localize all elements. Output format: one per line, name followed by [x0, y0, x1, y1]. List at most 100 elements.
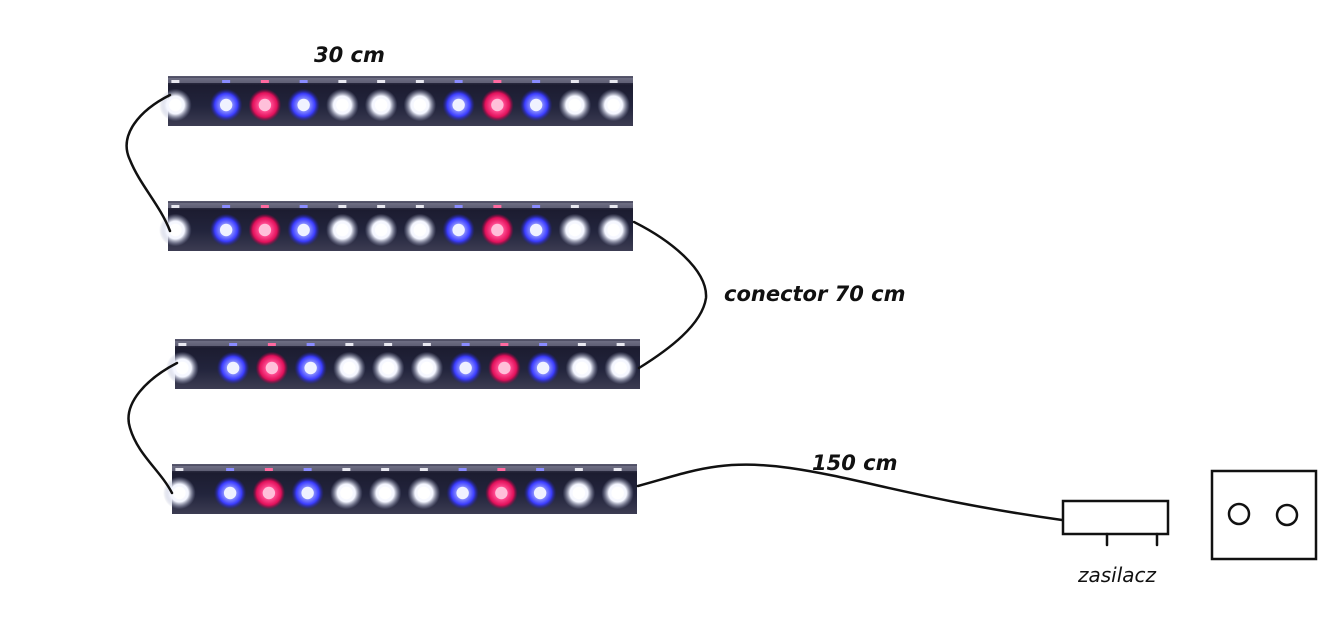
- strip-glint: [222, 80, 231, 83]
- led-core: [265, 361, 279, 375]
- led-core: [459, 361, 472, 375]
- strip-body: [168, 76, 633, 126]
- strip-glint: [422, 343, 431, 346]
- led-core: [456, 486, 469, 500]
- strip-glint: [497, 468, 506, 471]
- strip-glint: [577, 343, 586, 346]
- jumper-wire-3-4: [127, 361, 179, 495]
- connector-wire-2-3: [632, 220, 708, 370]
- led-core: [529, 98, 543, 112]
- led-core: [226, 361, 240, 375]
- strip-glint: [493, 205, 502, 208]
- strip-glint: [260, 205, 269, 208]
- led-core: [413, 223, 427, 237]
- strip-glint: [306, 343, 315, 346]
- jumper-wire-1-2: [125, 93, 172, 233]
- strip-glint: [570, 205, 579, 208]
- connector-label: conector 70 cm: [724, 282, 906, 306]
- cable-length-label: 150 cm: [812, 451, 897, 475]
- led-core: [498, 361, 511, 375]
- strip-rail: [175, 341, 640, 346]
- led-core: [413, 98, 427, 112]
- strip-body: [175, 339, 640, 389]
- strip-glint: [454, 205, 463, 208]
- strip-glint: [532, 205, 541, 208]
- strip-rail: [168, 203, 633, 208]
- strip-body: [168, 201, 633, 251]
- led-strip-4: [163, 464, 637, 514]
- led-core: [258, 223, 272, 237]
- strip-glint: [613, 468, 622, 471]
- led-core: [301, 486, 314, 500]
- led-core: [491, 98, 504, 112]
- strip-glint: [260, 80, 269, 83]
- power-cable: [636, 463, 1064, 522]
- strip-glint: [338, 205, 347, 208]
- led-core: [374, 223, 388, 237]
- led-core: [568, 98, 582, 112]
- led-core: [219, 223, 233, 237]
- led-core: [575, 361, 589, 375]
- strip-glint: [299, 80, 308, 83]
- led-core: [378, 486, 392, 500]
- led-core: [420, 361, 434, 375]
- power-supply-body: [1061, 499, 1170, 536]
- strip-glint: [609, 80, 618, 83]
- strip-glint: [539, 343, 548, 346]
- socket-hole-right: [1275, 503, 1299, 527]
- strip-glint: [171, 80, 180, 83]
- led-core: [533, 486, 547, 500]
- led-core: [536, 361, 550, 375]
- led-core: [219, 98, 233, 112]
- strip-glint: [500, 343, 509, 346]
- led-core: [297, 98, 310, 112]
- strip-glint: [178, 343, 187, 346]
- wall-socket: [1210, 469, 1318, 561]
- led-core: [381, 361, 395, 375]
- led-core: [607, 223, 620, 237]
- strip-rail: [168, 78, 633, 83]
- led-core: [223, 486, 237, 500]
- strip-rail: [172, 466, 637, 471]
- strip-glint: [377, 205, 386, 208]
- led-core: [173, 486, 186, 500]
- led-core: [304, 361, 317, 375]
- strip-glint: [570, 80, 579, 83]
- led-core: [495, 486, 508, 500]
- strip-glint: [381, 468, 390, 471]
- led-core: [176, 361, 189, 375]
- strip-glint: [342, 468, 351, 471]
- led-core: [452, 223, 465, 237]
- led-core: [336, 223, 349, 237]
- strip-glint: [532, 80, 541, 83]
- strip-glint: [303, 468, 312, 471]
- led-core: [343, 361, 356, 375]
- led-core: [297, 223, 310, 237]
- led-core: [607, 98, 620, 112]
- strip-glint: [345, 343, 354, 346]
- strip-glint: [226, 468, 235, 471]
- strip-glint: [299, 205, 308, 208]
- strip-glint: [175, 468, 184, 471]
- led-core: [611, 486, 624, 500]
- strip-length-label: 30 cm: [314, 43, 385, 67]
- strip-glint: [222, 205, 231, 208]
- strip-glint: [384, 343, 393, 346]
- led-core: [374, 98, 388, 112]
- strip-glint: [609, 205, 618, 208]
- strip-glint: [229, 343, 238, 346]
- power-supply: [1061, 499, 1170, 547]
- strip-glint: [415, 205, 424, 208]
- power-supply-label: zasilacz: [1077, 563, 1157, 587]
- led-core: [169, 98, 182, 112]
- led-core: [452, 98, 465, 112]
- strip-glint: [458, 468, 467, 471]
- strip-body: [172, 464, 637, 514]
- strip-glint: [616, 343, 625, 346]
- led-strip-3: [166, 339, 640, 389]
- strip-glint: [415, 80, 424, 83]
- strip-glint: [454, 80, 463, 83]
- strip-glint: [171, 205, 180, 208]
- led-strip-2: [159, 201, 633, 251]
